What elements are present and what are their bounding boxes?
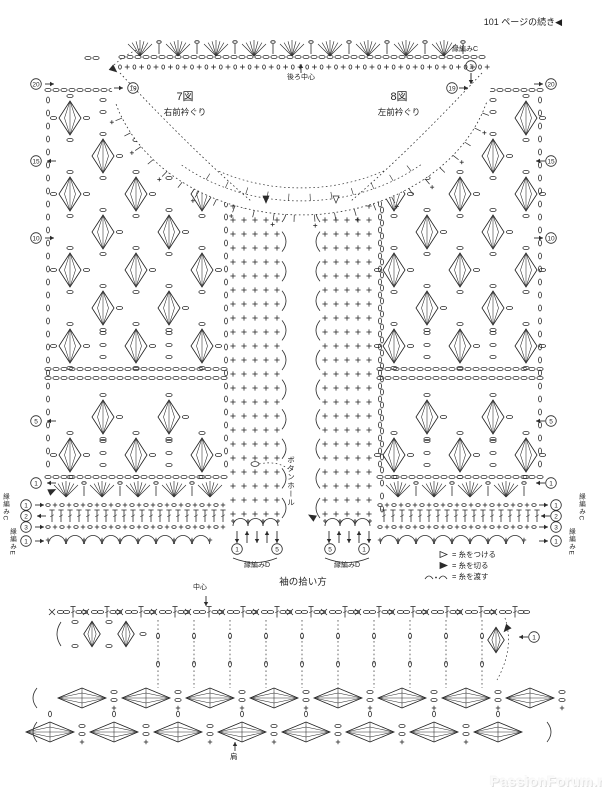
edging-d-left-label: 縁編みD <box>243 562 271 569</box>
sleeve-title: 袖の拾い方 <box>279 577 327 588</box>
row-marker: 1 <box>20 499 44 511</box>
svg-text:19: 19 <box>129 85 137 92</box>
row-marker: 15 <box>30 155 56 167</box>
row-marker: 1 <box>358 543 370 555</box>
row-marker: 1 <box>20 535 44 547</box>
svg-text:15: 15 <box>32 158 40 165</box>
row-marker: 2 <box>20 510 46 522</box>
row-marker: 5 <box>30 415 56 427</box>
row-marker: 10 <box>30 232 54 244</box>
svg-text:1: 1 <box>24 538 28 545</box>
sleeve-chart <box>24 606 566 745</box>
cut-yarn-icon <box>421 561 449 570</box>
svg-text:19: 19 <box>448 85 456 92</box>
row-marker: 20 <box>30 78 54 90</box>
legend: = 糸をつける = 糸を切る = 糸を渡す <box>421 549 496 582</box>
legend-text: = 糸を切る <box>452 561 489 570</box>
row-marker: 3 <box>20 521 44 533</box>
row-marker: 19 <box>446 82 468 94</box>
row-marker: 5 <box>271 543 283 555</box>
row-marker: 1 <box>536 477 557 489</box>
carry-yarn-icon <box>421 572 449 581</box>
svg-text:20: 20 <box>32 81 40 88</box>
band-edging-right <box>323 518 372 563</box>
bottom-edging-right <box>377 481 540 545</box>
row-marker: 1 <box>30 477 56 489</box>
row-marker: 3 <box>539 521 562 533</box>
row-marker: 15 <box>536 155 557 167</box>
neckline <box>109 72 490 228</box>
svg-text:1: 1 <box>554 502 558 509</box>
attach-yarn-icon <box>421 550 449 559</box>
bottom-edging-left <box>45 481 226 545</box>
figure8-title: 8図 <box>390 91 408 103</box>
svg-text:1: 1 <box>549 480 553 487</box>
svg-text:5: 5 <box>275 546 279 553</box>
legend-item-cut-yarn: = 糸を切る <box>421 560 496 571</box>
row-marker: 5 <box>536 415 557 427</box>
svg-text:3: 3 <box>24 524 28 531</box>
svg-text:20: 20 <box>547 81 555 88</box>
front-band-left <box>230 201 287 519</box>
front-band-right <box>315 201 372 519</box>
svg-text:15: 15 <box>547 158 555 165</box>
row-marker: 19 <box>114 82 139 94</box>
svg-text:1: 1 <box>469 63 473 70</box>
svg-text:1: 1 <box>235 546 239 553</box>
svg-text:1: 1 <box>34 480 38 487</box>
svg-text:5: 5 <box>328 546 332 553</box>
edging-d-right-label: 縁編みD <box>333 562 361 569</box>
svg-text:1: 1 <box>532 634 536 641</box>
buttonhole-label: ボタンホール <box>286 456 296 507</box>
svg-text:1: 1 <box>554 538 558 545</box>
figure8-subtitle: 左前衿ぐり <box>377 107 421 117</box>
svg-text:1: 1 <box>24 502 28 509</box>
figure7-subtitle: 右前衿ぐり <box>163 107 207 117</box>
shoulder-label: 肩 <box>230 752 238 761</box>
row-marker: 1 <box>539 535 562 547</box>
top-edging-strip <box>118 40 490 70</box>
legend-item-carry-yarn: = 糸を渡す <box>421 571 496 582</box>
row-marker: 1 <box>519 631 540 643</box>
row-marker: 1 <box>465 60 477 84</box>
svg-text:10: 10 <box>32 235 40 242</box>
back-center-label: 後ろ中心 <box>287 74 315 81</box>
figure7-title: 7図 <box>176 91 194 103</box>
row-marker: 10 <box>534 232 557 244</box>
edging-e-left-label: 縁編みE <box>8 528 16 556</box>
svg-text:1: 1 <box>362 546 366 553</box>
legend-item-attach-yarn: = 糸をつける <box>421 549 496 560</box>
edging-c-left-label: 縁編みC <box>1 493 9 522</box>
svg-text:2: 2 <box>554 513 558 520</box>
svg-text:2: 2 <box>24 513 28 520</box>
row-marker: 1 <box>231 543 243 555</box>
watermark: PassionForum.ru <box>490 773 602 789</box>
legend-text: = 糸を渡す <box>452 572 489 581</box>
row-marker: 2 <box>541 510 562 522</box>
legend-text: = 糸をつける <box>452 550 496 559</box>
row-marker: 5 <box>324 543 336 555</box>
edging-e-right-label: 縁編みE <box>567 528 575 556</box>
edging-c-right-label: 縁編みC <box>577 493 585 522</box>
sleeve-center-label: 中心 <box>193 584 207 591</box>
row-marker: 1 <box>539 499 562 511</box>
svg-text:5: 5 <box>34 418 38 425</box>
edging-c-top-label: 縁編みC <box>452 46 479 53</box>
right-panel-lattice <box>373 88 547 479</box>
page-continuation-note: 101 ページの続き◀ <box>483 17 562 27</box>
neckline-whiteout <box>108 0 494 215</box>
svg-text:10: 10 <box>547 235 555 242</box>
svg-text:3: 3 <box>554 524 558 531</box>
band-transition-chains <box>380 206 384 513</box>
svg-text:5: 5 <box>549 418 553 425</box>
band-edging-left <box>231 518 280 563</box>
row-marker: 20 <box>534 78 557 90</box>
